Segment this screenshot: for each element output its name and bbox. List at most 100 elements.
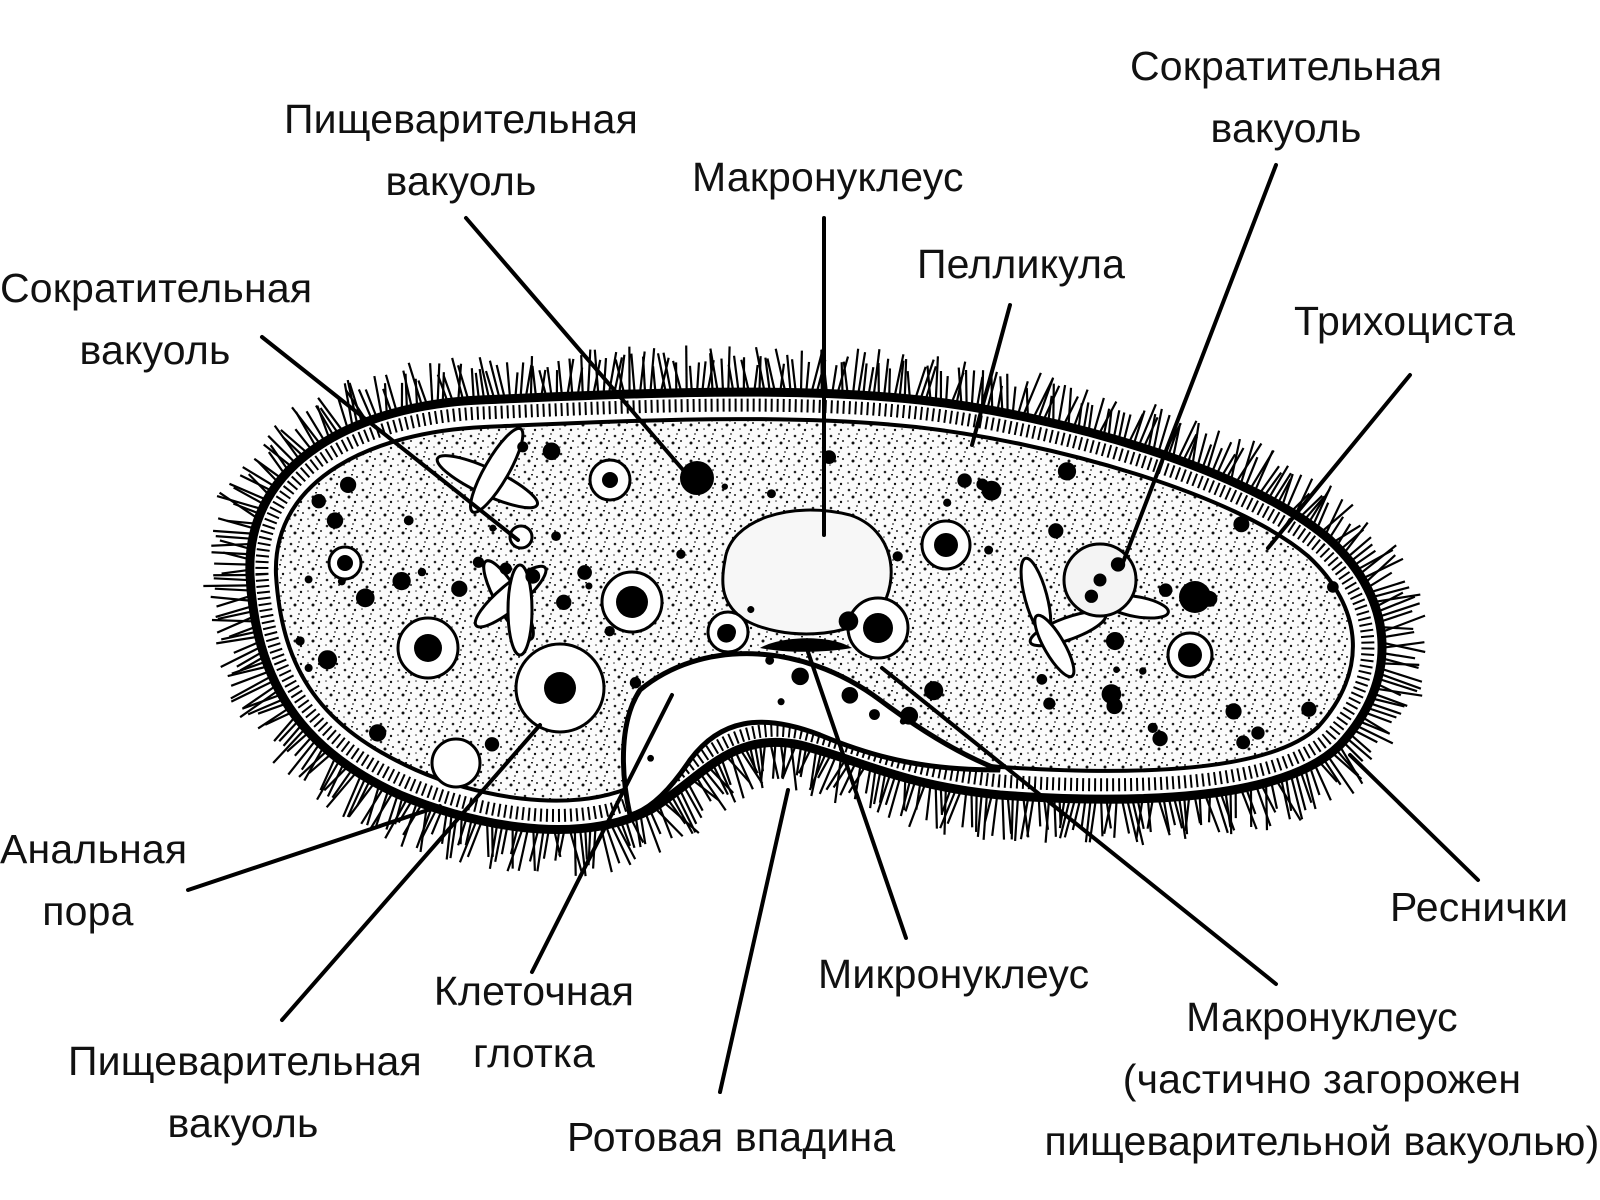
cilium [1112, 410, 1121, 440]
cilium [346, 379, 359, 426]
cilium [1372, 692, 1408, 707]
cytoplasm-granules [295, 441, 1339, 762]
cilium [242, 684, 278, 710]
cilium [1279, 777, 1291, 820]
cilium [1127, 413, 1144, 444]
cilium [374, 789, 390, 828]
cilium [975, 376, 984, 409]
cilium [215, 604, 254, 619]
label-trichocyst: Трихоциста [1294, 298, 1516, 344]
cilium [1303, 495, 1326, 522]
cilium [758, 356, 762, 393]
cilium [366, 784, 381, 826]
granule [717, 624, 736, 643]
cilium [1167, 797, 1177, 826]
cilium [1157, 797, 1171, 836]
cilium [1346, 536, 1372, 559]
cilium [1298, 494, 1324, 519]
cilium [436, 374, 449, 403]
cilium [709, 353, 714, 393]
cilium [799, 350, 803, 393]
cilium [639, 814, 647, 845]
cilium [524, 364, 533, 399]
cilium [991, 794, 999, 837]
cilium [1366, 571, 1393, 589]
cilium [1381, 641, 1426, 654]
cilium [906, 371, 912, 400]
cilium [586, 349, 592, 396]
cilium [357, 388, 374, 421]
cilium [878, 771, 887, 803]
cilium [519, 362, 525, 399]
granule [838, 611, 859, 631]
cilium [925, 783, 932, 821]
cilium [1262, 471, 1283, 498]
granule [472, 556, 485, 568]
cilium [1142, 416, 1159, 449]
cilium [1330, 751, 1363, 780]
cilium [862, 363, 868, 396]
cilium [1308, 765, 1321, 796]
cilium [1239, 440, 1256, 486]
cilium [346, 776, 367, 818]
cilium [356, 779, 372, 807]
cilium [325, 771, 358, 809]
cilium [384, 374, 398, 413]
cilium [203, 584, 251, 588]
cilium [758, 743, 765, 772]
cilium [970, 370, 976, 408]
cilium [614, 822, 637, 860]
cilium [882, 358, 890, 397]
granule [1233, 516, 1250, 533]
cilium [1181, 433, 1198, 463]
cilium [557, 360, 564, 397]
cilium [659, 357, 670, 394]
granule [1236, 735, 1251, 750]
cilium [474, 372, 481, 401]
cilium [319, 756, 337, 791]
cilium [872, 770, 882, 805]
cilium [976, 792, 983, 837]
cilium [337, 398, 350, 430]
cilium [1152, 408, 1163, 452]
cilium [1135, 798, 1144, 839]
cilium [1275, 779, 1302, 822]
cilium [869, 768, 877, 809]
cilium [818, 755, 838, 795]
cilium [1037, 797, 1042, 827]
granule [295, 636, 305, 646]
cilium [1177, 796, 1187, 840]
cilium [506, 827, 525, 872]
cilium [305, 410, 327, 443]
cilium [214, 562, 250, 566]
cilium [774, 348, 787, 393]
cilium [1364, 554, 1396, 585]
cilium [1381, 641, 1425, 649]
food-vacuole-core [934, 533, 958, 557]
cilium [1264, 782, 1269, 831]
cilium [1147, 413, 1157, 450]
cilium [568, 828, 583, 873]
cilium [1373, 593, 1421, 604]
cilium [451, 357, 465, 402]
cilium [1342, 521, 1369, 555]
cilium [926, 365, 932, 402]
cilium [1146, 797, 1155, 829]
cilium [316, 759, 341, 801]
leader-micronucleus [806, 650, 908, 940]
cilium [230, 675, 273, 700]
cilium [809, 749, 818, 787]
label-digestive-vacuole-top: Пищеварительная вакуоль [284, 96, 638, 204]
cilium [1285, 474, 1303, 510]
label-macronucleus-top: Макронуклеус [692, 154, 964, 200]
cilium [682, 785, 703, 819]
cilium [213, 577, 251, 582]
food-vacuole-core [616, 586, 648, 618]
granule [777, 698, 785, 706]
cilium [1323, 498, 1344, 537]
granule [1201, 590, 1218, 607]
granule [489, 524, 497, 532]
leader-cell-pharynx [530, 693, 674, 974]
leader-trichocyst [1266, 373, 1412, 550]
cilium [614, 359, 626, 395]
